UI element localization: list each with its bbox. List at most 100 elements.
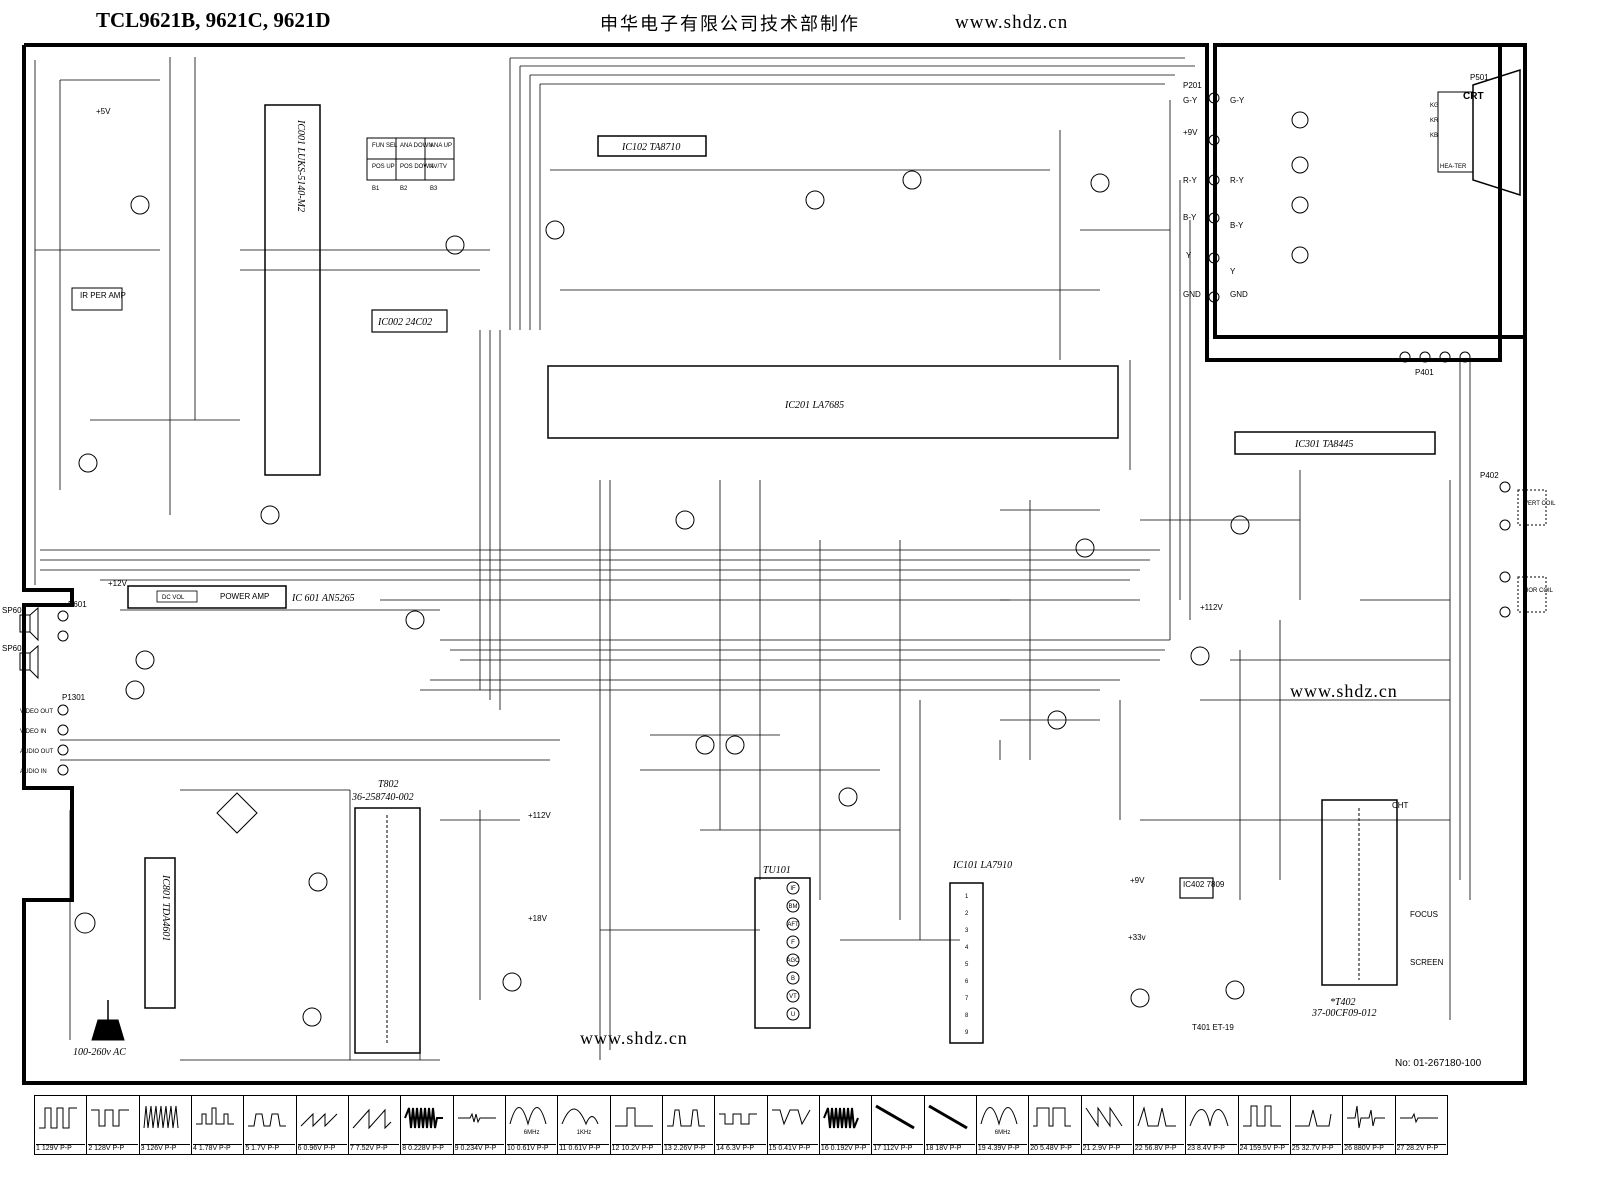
video-in-label: VIDEO IN (20, 729, 46, 735)
key-b3: B3 (430, 186, 438, 192)
heater-label: HEA-TER (1440, 164, 1467, 170)
waveform-caption: 12 10.2V P-P (611, 1144, 661, 1153)
waveform-caption: 5 1.7V P-P (245, 1144, 295, 1153)
waveform-trace (1294, 1109, 1332, 1127)
waveform-frequency: 6MHz (994, 1130, 1011, 1136)
document-number: No: 01-267180-100 (1395, 1058, 1482, 1069)
waveform-cell: 25 32.7V P-P (1291, 1096, 1344, 1154)
ic402-label: IC402 7809 (1183, 880, 1225, 889)
waveform-cell: 4 1.78V P-P (192, 1096, 245, 1154)
waveform-trace (1137, 1106, 1176, 1127)
waveform-cell: 26 880V P-P (1343, 1096, 1396, 1154)
focus-label: FOCUS (1410, 910, 1438, 919)
ic101-pin-label: 3 (965, 928, 969, 934)
waveform-cell: 8 0.228V P-P (401, 1096, 454, 1154)
waveform-trace (1242, 1105, 1281, 1127)
tuner-pin-label: F (791, 940, 795, 946)
ry-label-2: R-Y (1230, 176, 1244, 185)
tuner-pin-label: VT (789, 994, 797, 1000)
key-av-tv: AV/TV (430, 164, 447, 170)
p601-label: P601 (68, 600, 87, 609)
key-b2: B2 (400, 186, 408, 192)
plus112v-label-2: +112V (1200, 603, 1223, 612)
waveform-frequency: 1KHz (576, 1130, 592, 1136)
ic801-label: IC801 TDA4601 (160, 874, 171, 941)
p401-label: P401 (1415, 368, 1434, 377)
company-credit: 申华电子有限公司技术部制作 (600, 14, 860, 35)
waveform-caption: 26 880V P-P (1344, 1144, 1394, 1153)
t402-part-label: 37-00CF09-012 (1311, 1008, 1376, 1019)
plus112v-label: +112V (528, 811, 551, 820)
waveform-trace (561, 1108, 599, 1126)
plus9v-label: +9V (1183, 128, 1198, 137)
kb-label: KB (1430, 133, 1438, 139)
cht-label: CHT (1392, 801, 1409, 810)
dc-vol-label: DC VOL (162, 595, 185, 601)
waveform-caption: 18 18V P-P (925, 1144, 975, 1153)
waveform-caption: 22 56.8V P-P (1134, 1144, 1185, 1153)
screen-label: SCREEN (1410, 958, 1444, 967)
waveform-caption: 1 129V P-P (36, 1144, 86, 1153)
plus9v-label-2: +9V (1130, 876, 1145, 885)
waveform-trace (1347, 1105, 1386, 1129)
waveform-trace (195, 1107, 234, 1125)
waveform-trace (509, 1107, 547, 1126)
y-label-2: Y (1230, 267, 1236, 276)
waveform-caption: 13 2.26V P-P (663, 1144, 714, 1153)
tuner-pin-label: U (791, 1012, 795, 1018)
audio-in-label: AUDIO IN (20, 769, 47, 775)
waveform-caption: 2 128V P-P (88, 1144, 138, 1153)
waveform-cell: 13 2.26V P-P (663, 1096, 716, 1154)
ic002-label: IC002 24C02 (377, 317, 432, 328)
waveform-cell: 5 1.7V P-P (244, 1096, 297, 1154)
ry-label: R-Y (1183, 176, 1197, 185)
ic101-pin-label: 2 (965, 911, 969, 917)
waveform-trace (771, 1109, 811, 1126)
gnd-label: GND (1183, 290, 1201, 299)
waveform-trace (927, 1104, 968, 1130)
waveform-caption: 24 159.5V P-P (1239, 1144, 1289, 1153)
waveform-trace (39, 1107, 77, 1129)
waveform-cell: 1 129V P-P (35, 1096, 88, 1154)
by-label: B-Y (1183, 213, 1197, 222)
vert-coil-label: VERT COIL (1524, 501, 1556, 507)
waveform-caption: 6 0.96V P-P (297, 1144, 347, 1153)
waveform-caption: 4 1.78V P-P (192, 1144, 243, 1153)
waveform-trace (1085, 1106, 1122, 1128)
ic301-label: IC301 TA8445 (1294, 439, 1353, 450)
audio-out-label: AUDIO OUT (20, 749, 54, 755)
waveform-trace (875, 1104, 916, 1130)
waveform-cell: 20 5.48V P-P (1029, 1096, 1082, 1154)
waveform-trace (822, 1107, 859, 1129)
ic101-pin-label: 6 (965, 979, 969, 985)
tuner-pin-label: AGC (786, 958, 800, 964)
key-fun-sel: FUN SEL (372, 143, 398, 149)
waveform-trace (1033, 1107, 1072, 1127)
tuner-pin (786, 971, 800, 985)
waveform-caption: 15 0.41V P-P (768, 1144, 818, 1153)
website-url: www.shdz.cn (955, 12, 1069, 33)
waveform-cell: 6 0.96V P-P (297, 1096, 349, 1154)
ic101-pin-label: 1 (965, 894, 969, 900)
key-b1: B1 (372, 186, 380, 192)
ic601-label: IC 601 AN5265 (291, 593, 355, 604)
ic101-pin-label: 9 (965, 1030, 969, 1036)
ic101-pin-label: 8 (965, 1013, 969, 1019)
waveform-trace (980, 1107, 1018, 1126)
waveform-caption: 3 126V P-P (140, 1144, 190, 1153)
waveform-caption: 25 32.7V P-P (1291, 1144, 1342, 1153)
waveform-caption: 8 0.228V P-P (402, 1144, 452, 1153)
waveform-trace (457, 1112, 496, 1124)
waveform-caption: 21 2.9V P-P (1082, 1144, 1132, 1153)
waveform-trace (404, 1107, 444, 1129)
tuner-pin-label: BM (789, 904, 798, 910)
waveform-trace (143, 1105, 179, 1129)
ic101-pin-label: 4 (965, 945, 969, 951)
tuner-pin (786, 935, 800, 949)
key-pos-down: POS DOWN (400, 164, 433, 170)
gy-label-2: G-Y (1230, 96, 1245, 105)
waveform-trace (1399, 1112, 1438, 1124)
